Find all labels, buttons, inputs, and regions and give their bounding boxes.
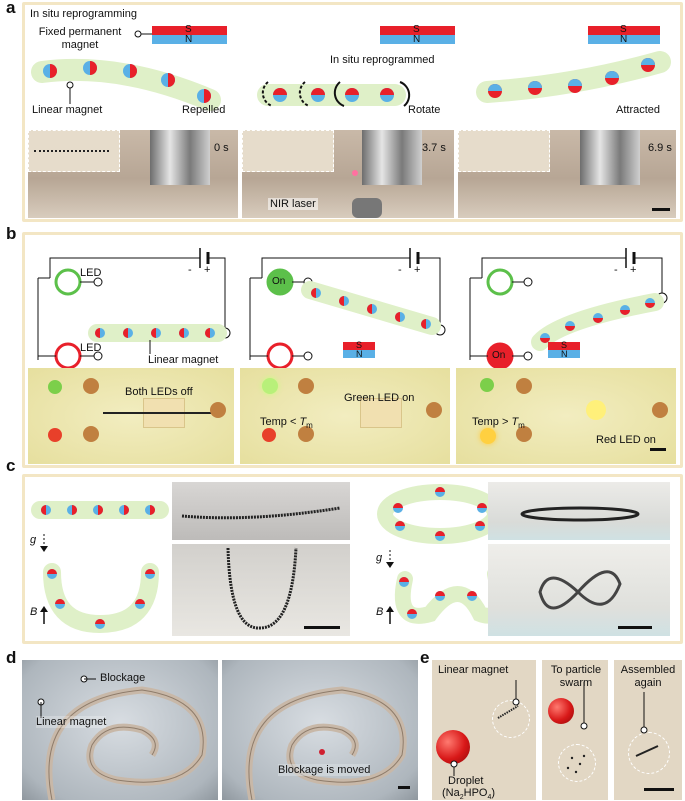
photo-e-1 xyxy=(432,660,536,800)
photo-c-3 xyxy=(488,482,670,540)
state-rotate: Rotate xyxy=(408,104,441,116)
photo-c-2 xyxy=(172,544,350,636)
led-label-red: LED xyxy=(80,342,102,354)
panel-a-title: In situ reprogramming xyxy=(30,8,137,20)
minus-1: - xyxy=(188,264,192,276)
tm-sub-2: m xyxy=(518,421,525,431)
photo-e-3 xyxy=(614,660,682,800)
on-label-red: On xyxy=(492,350,506,361)
photo-c-4 xyxy=(488,544,670,636)
fixed-magnet-label: Fixed permanent magnet xyxy=(38,26,122,51)
photo-b-2 xyxy=(240,368,450,464)
blockage-moved-label: Blockage is moved xyxy=(278,764,371,776)
led-label-green: LED xyxy=(80,267,102,279)
panel-b-circuits xyxy=(37,248,668,370)
circuit-3 xyxy=(469,248,668,370)
b-label-left: B xyxy=(30,606,38,618)
plus-1: + xyxy=(204,264,211,276)
assembled-label: Assembled again xyxy=(620,664,676,689)
panel-e-letter: e xyxy=(420,648,430,667)
temp-lt-text: Temp < xyxy=(260,416,300,428)
linear-magnet-label-a: Linear magnet xyxy=(32,104,103,116)
magnet-n-b3: N xyxy=(561,349,568,359)
formula-part-1: (Na xyxy=(442,787,460,799)
on-label-green: On xyxy=(272,276,286,287)
plus-3: + xyxy=(630,264,637,276)
formula-sub-1: 2 xyxy=(459,794,464,801)
state-reprogrammed-title: In situ reprogrammed xyxy=(330,54,435,66)
g-label-left: g xyxy=(30,534,37,546)
photo-b-3 xyxy=(456,368,676,464)
temp-greater-label: Temp > Tm xyxy=(472,416,525,430)
panel-c-letter: c xyxy=(6,456,16,475)
fixed-magnet-3 xyxy=(588,26,660,44)
droplet-formula: (Na2HPO4) xyxy=(442,787,495,801)
magnet-n-b2: N xyxy=(356,349,363,359)
linear-magnet-label-d: Linear magnet xyxy=(36,716,107,728)
panel-d-letter: d xyxy=(6,648,17,667)
magnet-n-1: N xyxy=(185,34,193,45)
time-2: 3.7 s xyxy=(422,142,446,154)
photo-e-2 xyxy=(542,660,608,800)
photo-label-red-on: Red LED on xyxy=(596,434,656,446)
circuit-1 xyxy=(37,248,231,370)
magnet-s-2: S xyxy=(413,24,420,35)
swarm-label: To particle swarm xyxy=(550,664,602,689)
g-label-right: g xyxy=(376,552,383,564)
photo-label-both-off: Both LEDs off xyxy=(125,386,193,398)
formula-sub-2: 4 xyxy=(487,794,492,801)
photo-b-1 xyxy=(28,368,234,464)
photo-a-1 xyxy=(28,130,238,218)
plus-2: + xyxy=(414,264,421,276)
photo-label-green-on: Green LED on xyxy=(344,392,415,404)
state-repelled: Repelled xyxy=(182,104,226,116)
minus-3: - xyxy=(614,264,618,276)
beads-row-2 xyxy=(261,81,411,107)
temp-less-label: Temp < Tm xyxy=(260,416,313,430)
photo-d-2 xyxy=(222,660,418,800)
panel-a-letter: a xyxy=(6,0,16,17)
fixed-magnet-1 xyxy=(134,26,227,44)
formula-part-3: ) xyxy=(491,787,496,799)
b-label-right: B xyxy=(376,606,384,618)
tm-symbol-2: T xyxy=(511,416,519,428)
circuit-2 xyxy=(249,248,446,370)
nir-laser-label: NIR laser xyxy=(268,198,318,210)
beads-row-1 xyxy=(43,61,211,103)
beads-row-3 xyxy=(488,58,655,98)
magnet-s-b3: S xyxy=(561,340,568,350)
photo-c-1 xyxy=(172,482,350,540)
panel-b-letter: b xyxy=(6,224,17,243)
magnet-s-b2: S xyxy=(356,340,363,350)
magnet-n-2: N xyxy=(413,34,421,45)
photo-a-3 xyxy=(458,130,676,218)
magnet-n-3: N xyxy=(620,34,628,45)
tm-sub: m xyxy=(306,421,313,431)
minus-2: - xyxy=(398,264,402,276)
blockage-label: Blockage xyxy=(100,672,146,684)
time-3: 6.9 s xyxy=(648,142,672,154)
time-1: 0 s xyxy=(214,142,229,154)
magnet-s-1: S xyxy=(185,24,192,35)
linear-magnet-label-b: Linear magnet xyxy=(148,354,219,366)
linear-magnet-label-e: Linear magnet xyxy=(438,664,509,676)
fixed-magnet-2 xyxy=(380,26,455,44)
photo-d-1 xyxy=(22,660,218,800)
state-attracted: Attracted xyxy=(616,104,661,116)
droplet-label: Droplet xyxy=(448,775,484,787)
linear-magnet-body-1 xyxy=(31,58,221,111)
panel-a-schematic xyxy=(31,26,671,111)
formula-part-2: HPO xyxy=(463,787,488,799)
tm-symbol: T xyxy=(299,416,307,428)
temp-gt-text: Temp > xyxy=(472,416,512,428)
magnet-s-3: S xyxy=(620,24,627,35)
